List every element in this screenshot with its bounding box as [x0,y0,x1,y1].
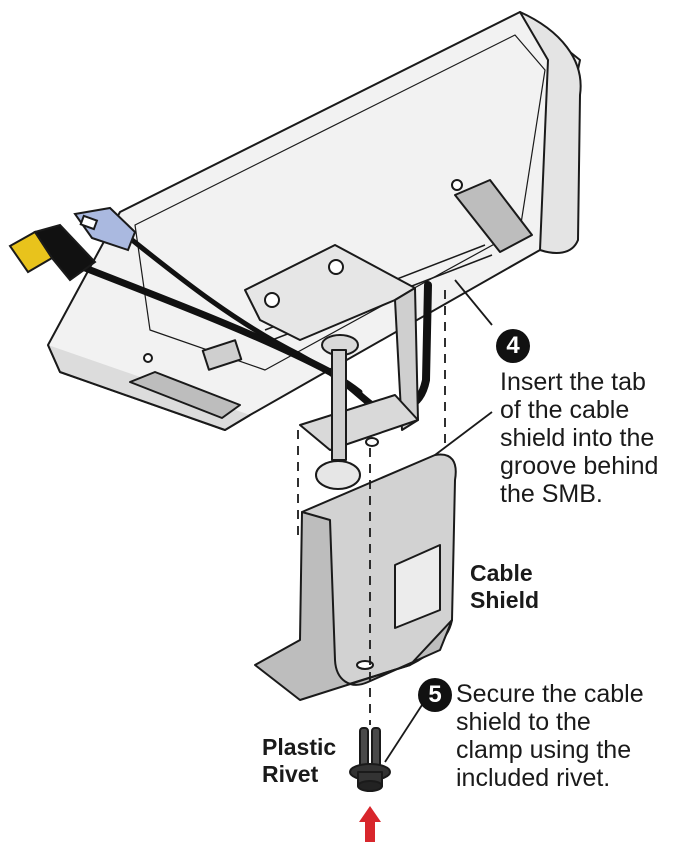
step-4-text: Insert the tab of the cable shield into … [500,368,659,508]
screw-hole [451,179,463,191]
bracket-screw [328,259,344,275]
clamp-shaft [331,349,347,461]
insert-arrow [359,806,381,842]
cable-shield-label: Cable Shield [470,560,540,613]
step-5-badge: 5 [418,678,452,712]
mounting-clamp [244,244,419,490]
bracket-screw [264,292,280,308]
rivet-cap-bottom [357,780,383,792]
clamp-hole [365,437,379,447]
shield-front [254,511,453,701]
leader-step-5 [384,704,423,763]
clamp-lower-plate [299,394,419,451]
display-front-face [519,11,582,254]
leader-step-4b [434,411,493,456]
plastic-rivet [349,727,391,792]
cable-shield [254,453,457,701]
left-foot-pad [129,371,241,419]
step-5-text: Secure the cable shield to the clamp usi… [456,680,644,792]
shield-rivet-hole [356,660,374,670]
right-foot-pad [454,179,533,253]
display-unit [47,11,582,431]
port-cutout [201,339,243,371]
usb-plug [73,206,137,252]
leader-step-4 [454,279,493,326]
rivet-leg [371,727,381,769]
clamp-knob-bottom [315,460,361,490]
hdmi-plug [8,223,97,282]
leader-lines [384,279,493,763]
screw-hole [143,353,153,363]
step-4-badge: 4 [496,329,530,363]
rivet-leg [359,727,369,769]
alignment-guides [297,290,446,725]
shield-cutout [394,544,441,629]
plastic-rivet-label: Plastic Rivet [262,734,337,787]
